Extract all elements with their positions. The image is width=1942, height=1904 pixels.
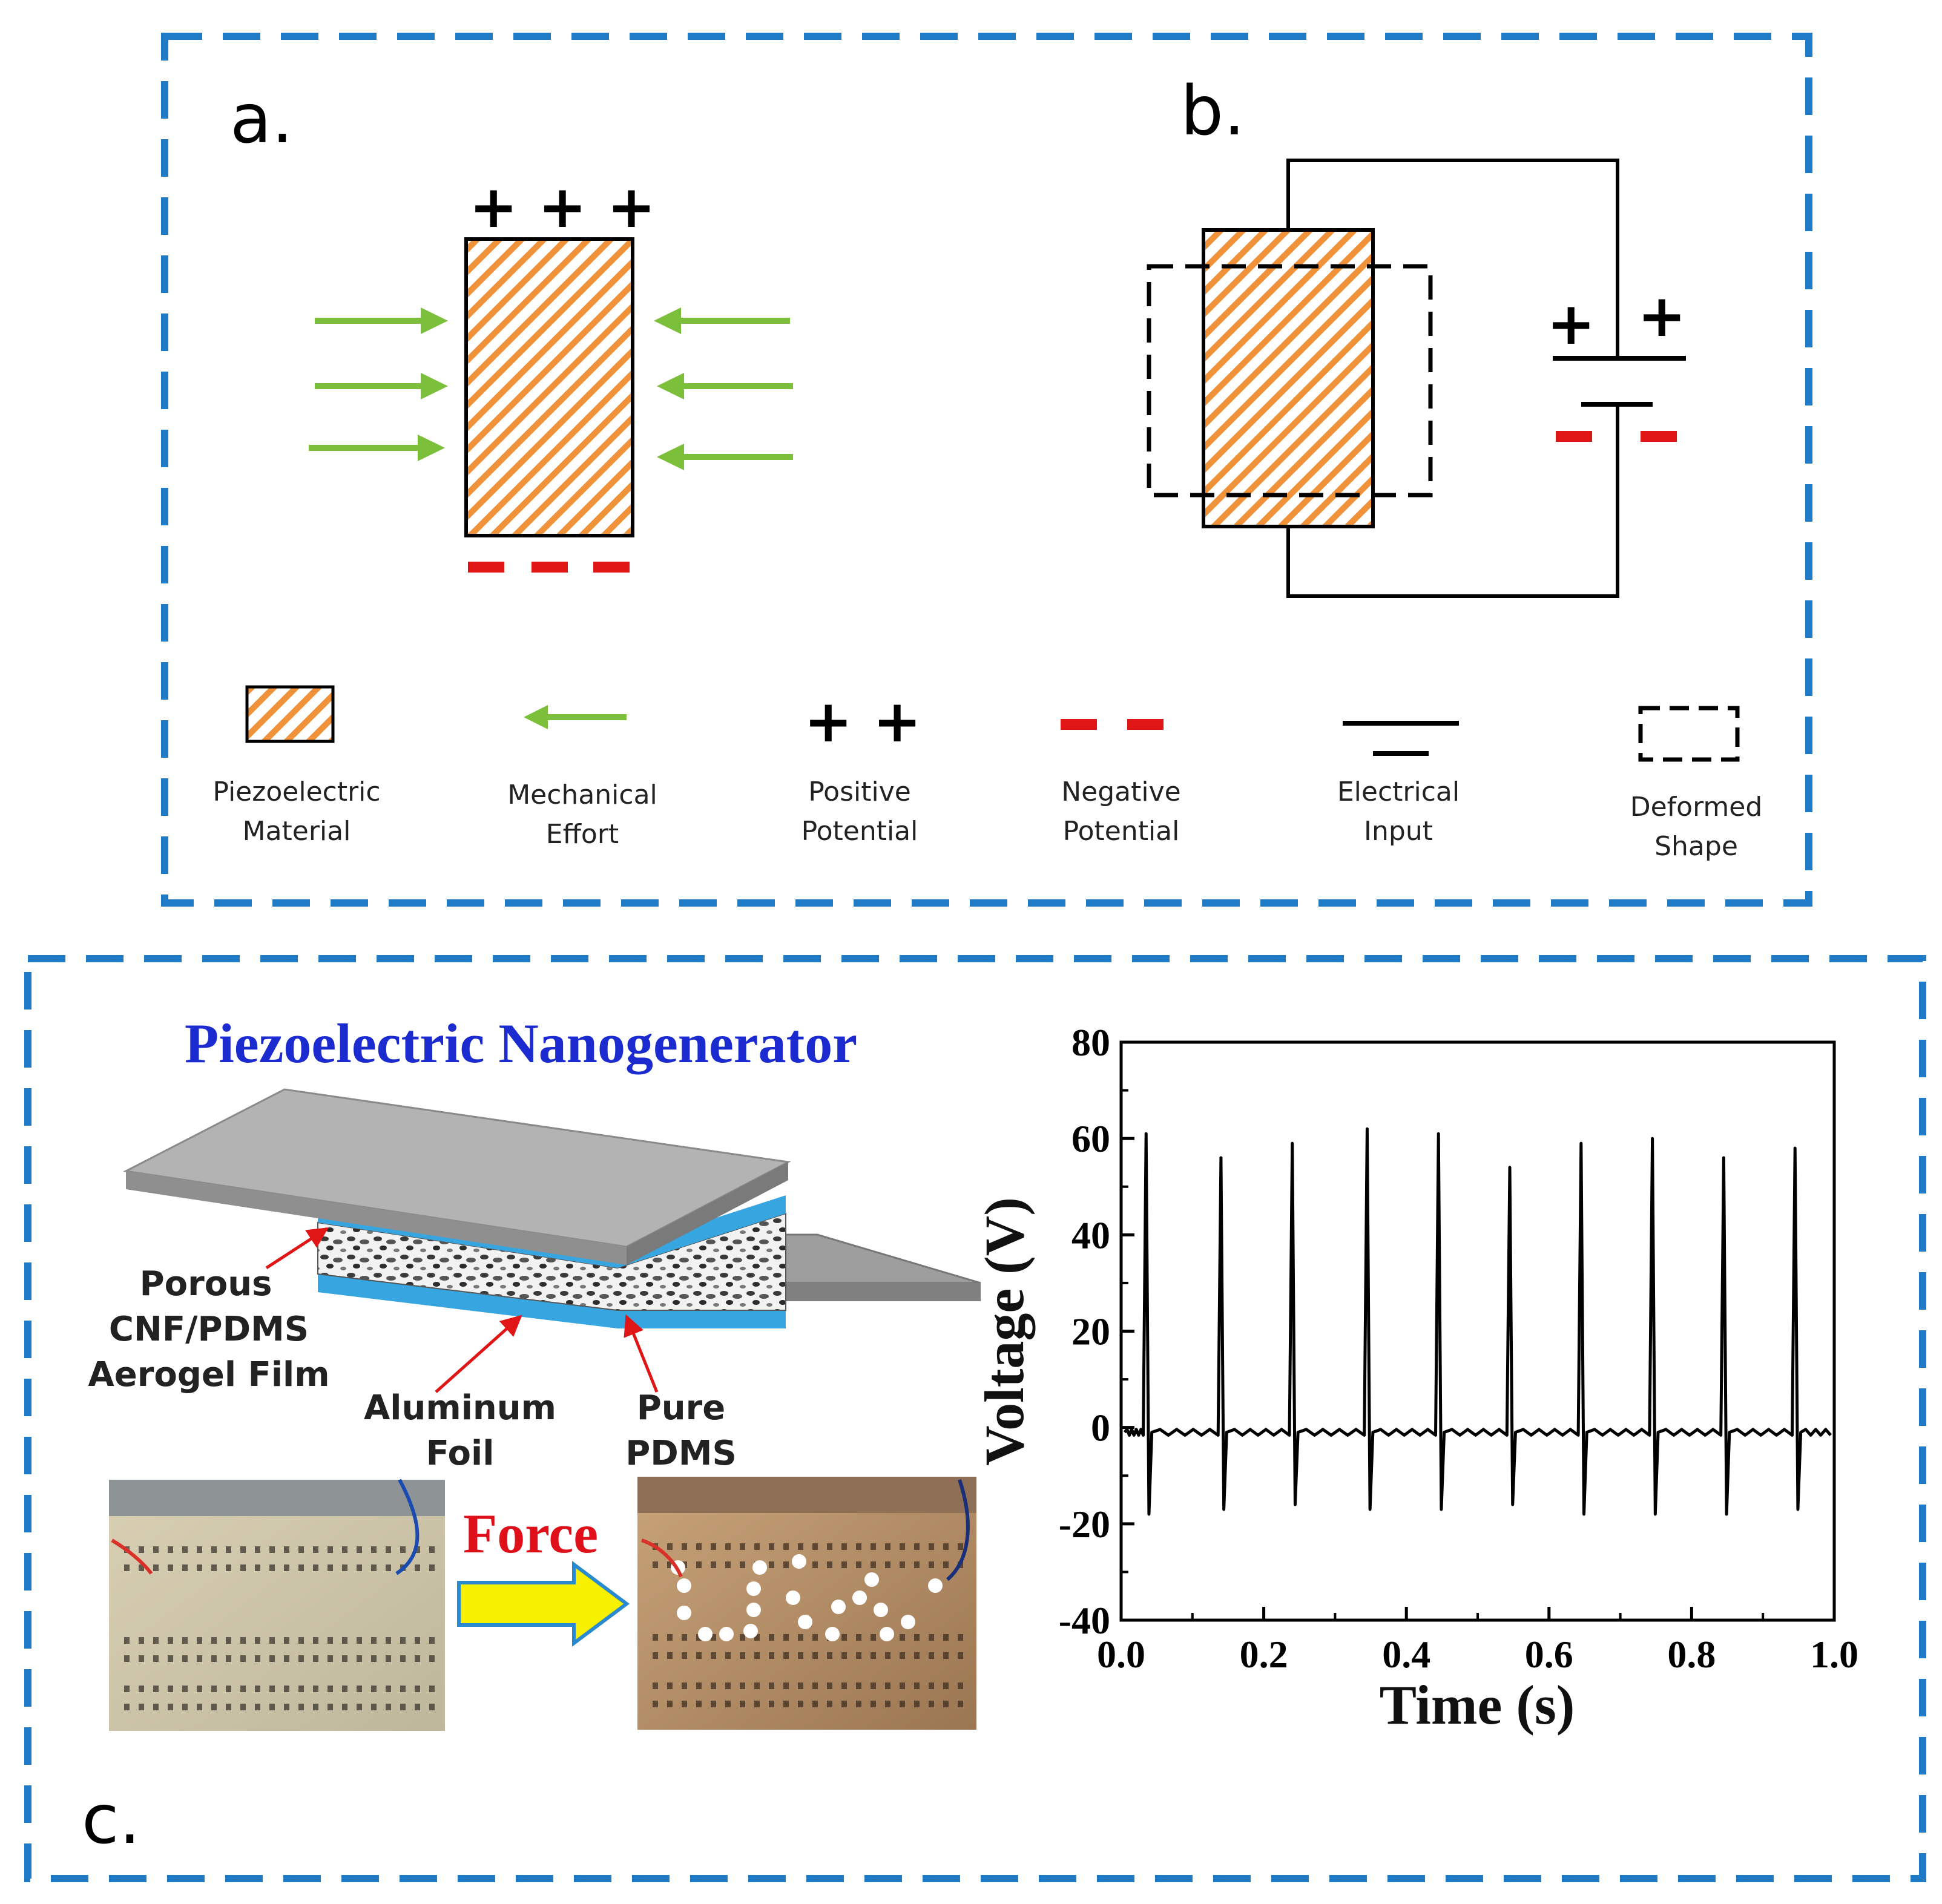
- circuit-wires: [1286, 159, 1619, 598]
- led-light: [874, 1603, 888, 1617]
- battery-plus-right: +: [1638, 282, 1686, 350]
- voltage-chart: 80 60 40 20 0 -20 -40 0.0 0.2 0.4 0.6 0.8 1.0 Volta…: [973, 1021, 1858, 1736]
- legend-label-pos-2: Potential: [801, 816, 918, 847]
- legend-label-def-2: Shape: [1654, 831, 1738, 862]
- top-frame: [161, 33, 1812, 907]
- force-label: Force: [463, 1503, 598, 1564]
- label-aluminum-1: Aluminum: [364, 1388, 556, 1428]
- y-tick-label: 20: [1071, 1310, 1110, 1353]
- legend-label-elec-2: Input: [1364, 816, 1433, 847]
- label-aluminum-2: Foil: [426, 1434, 495, 1473]
- piezo-block-a: [464, 237, 634, 537]
- legend-label-neg-2: Potential: [1063, 816, 1180, 847]
- legend-label-def-1: Deformed: [1630, 792, 1763, 822]
- legend-minus-icon: [1061, 719, 1164, 730]
- y-tick-label: 80: [1071, 1021, 1110, 1064]
- led-light: [786, 1590, 800, 1605]
- x-axis-label: Time (s): [1380, 1674, 1575, 1736]
- y-tick-label: 40: [1071, 1213, 1110, 1256]
- panel-c-label: c.: [82, 1781, 140, 1859]
- photo-before: [109, 1479, 445, 1731]
- force-arrow: [457, 1561, 630, 1647]
- photo-after: [637, 1477, 976, 1730]
- panel-b-label: b.: [1180, 72, 1245, 151]
- battery-negative: [1556, 431, 1677, 442]
- led-light: [746, 1581, 761, 1596]
- x-tick-label: 0.8: [1667, 1633, 1716, 1676]
- led-light: [831, 1600, 846, 1614]
- led-light: [752, 1560, 767, 1575]
- led-light: [677, 1606, 691, 1620]
- led-light: [792, 1554, 806, 1569]
- led-light: [698, 1627, 713, 1641]
- legend-label-elec-1: Electrical: [1337, 776, 1460, 807]
- label-porous-3: Aerogel Film: [88, 1355, 329, 1394]
- piezo-block-b: [1202, 228, 1375, 528]
- panel-a-label: a.: [230, 80, 293, 159]
- y-tick-label: 60: [1071, 1117, 1110, 1160]
- y-tick-label: 0: [1091, 1407, 1110, 1449]
- led-light: [864, 1572, 879, 1587]
- y-tick-label: -40: [1059, 1599, 1110, 1642]
- x-tick-label: 1.0: [1810, 1633, 1858, 1676]
- label-porous-2: CNF/PDMS: [109, 1310, 309, 1349]
- legend-label-mech-1: Mechanical: [507, 780, 657, 810]
- x-tick-label: 0.2: [1240, 1633, 1288, 1676]
- bottom-frame: [24, 955, 1926, 1882]
- label-pure-2: PDMS: [625, 1434, 737, 1473]
- voltage-trace: [1123, 1127, 1832, 1516]
- chart-frame: [1119, 1040, 1836, 1622]
- legend-battery-icon: [1343, 721, 1459, 756]
- label-porous-1: Porous: [140, 1264, 272, 1304]
- force-arrows-right: [654, 307, 793, 470]
- device-illustration: [123, 1088, 981, 1393]
- y-tick-label: -20: [1059, 1503, 1110, 1546]
- legend-label-pos-1: Positive: [808, 776, 911, 807]
- legend-label-piezo-2: Material: [243, 816, 351, 847]
- led-light: [825, 1627, 840, 1641]
- x-tick-label: 0.4: [1382, 1633, 1430, 1676]
- led-light: [719, 1627, 734, 1641]
- led-light: [901, 1615, 915, 1629]
- legend-piezo-icon: [245, 685, 335, 743]
- x-tick-label: 0.0: [1097, 1633, 1145, 1676]
- legend-plus-icon: + +: [804, 688, 921, 755]
- nanogenerator-title: Piezoelectric Nanogenerator: [185, 1013, 857, 1074]
- force-arrows-left: [309, 307, 448, 461]
- led-light: [880, 1627, 894, 1641]
- led-light: [852, 1590, 867, 1605]
- led-light: [746, 1603, 761, 1617]
- led-light: [928, 1578, 943, 1593]
- y-axis-label: Voltage (V): [973, 1197, 1035, 1466]
- legend-arrow-icon: [524, 705, 627, 729]
- legend-label-piezo-1: Piezoelectric: [212, 776, 380, 807]
- label-pure-1: Pure: [637, 1388, 726, 1428]
- battery-plus-left: +: [1547, 290, 1595, 358]
- top-charges: + + +: [469, 173, 656, 241]
- legend-label-neg-1: Negative: [1061, 776, 1180, 807]
- led-light: [677, 1578, 691, 1593]
- negative-charges-a: [468, 562, 630, 573]
- led-light: [743, 1624, 758, 1638]
- x-tick-label: 0.6: [1525, 1633, 1573, 1676]
- led-light: [798, 1615, 812, 1629]
- legend-deformed-icon: [1638, 706, 1740, 762]
- legend-label-mech-2: Effort: [546, 819, 619, 850]
